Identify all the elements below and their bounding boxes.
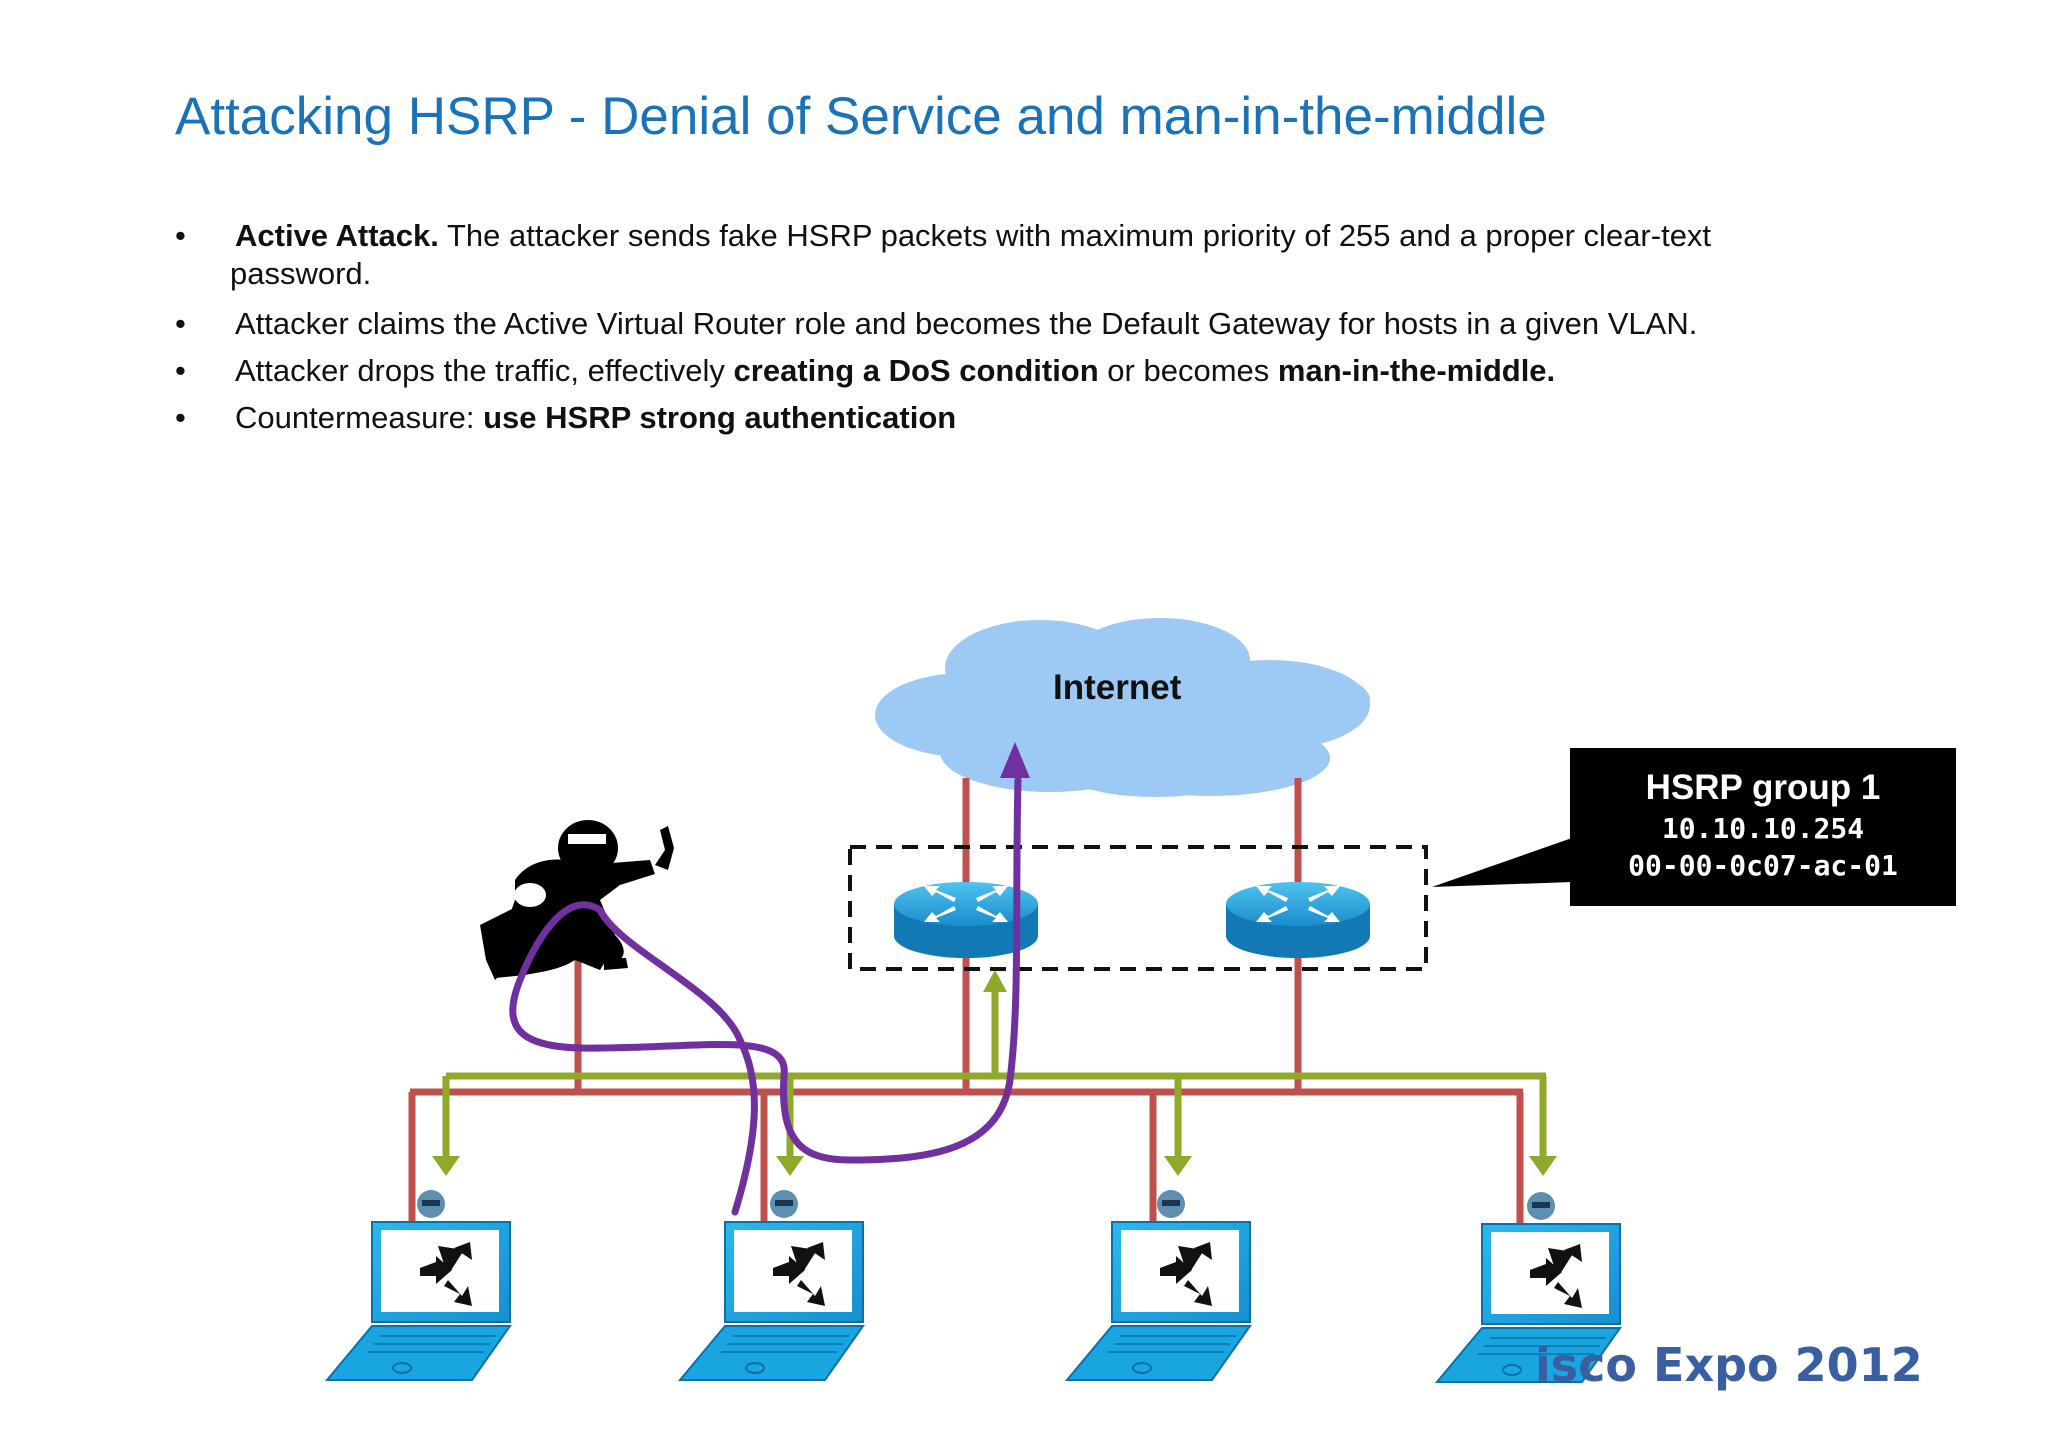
watermark: isco Expo 2012 <box>1535 1338 1923 1392</box>
bullet-body: or becomes <box>1098 353 1278 388</box>
internet-cloud-icon <box>875 618 1370 797</box>
bullet-marker: • <box>175 400 186 435</box>
standby-router-icon <box>1226 882 1370 958</box>
bullet-continuation: password. <box>230 256 372 291</box>
bullet-bold: use HSRP strong authentication <box>483 400 957 435</box>
bullet-marker: • <box>175 218 186 253</box>
laptop-icon <box>1066 1189 1251 1381</box>
bullet-bold: Active Attack. <box>235 218 439 253</box>
bullet-text: Countermeasure: use HSRP strong authenti… <box>235 400 956 436</box>
green-hsrp-traffic <box>442 990 1547 1160</box>
bullet-text: Attacker claims the Active Virtual Route… <box>235 306 1698 341</box>
attack-traffic-path <box>509 776 1022 1216</box>
attack-arrowhead <box>1000 742 1030 778</box>
laptop-icon <box>326 1189 511 1381</box>
bullet-bold: man-in-the-middle. <box>1277 353 1556 388</box>
bullet-body: The attacker sends fake HSRP packets wit… <box>438 218 1712 253</box>
bullet-marker: • <box>175 306 186 341</box>
hsrp-virtual-ip: 10.10.10.254 <box>1661 812 1865 845</box>
callout-pointer <box>1432 838 1572 887</box>
cloud-label: Internet <box>1053 668 1182 707</box>
hsrp-virtual-mac: 00-00-0c07-ac-01 <box>1628 849 1898 882</box>
bullet-body: Attacker drops the traffic, effectively <box>235 353 734 388</box>
laptop-icon <box>679 1189 864 1381</box>
bullet-text: Active Attack. The attacker sends fake H… <box>235 218 1711 254</box>
bullet-marker: • <box>175 353 186 388</box>
page-title: Attacking HSRP - Denial of Service and m… <box>175 87 1547 146</box>
green-arrowheads <box>432 970 1557 1176</box>
hsrp-group-title: HSRP group 1 <box>1645 768 1881 807</box>
bullet-text: Attacker drops the traffic, effectively … <box>235 353 1555 389</box>
bullet-bold: creating a DoS condition <box>733 353 1099 388</box>
bullet-body: Countermeasure: <box>235 400 484 435</box>
red-lan-segment <box>408 940 1524 1230</box>
hsrp-group-callout: HSRP group 1 10.10.10.254 00-00-0c07-ac-… <box>1570 748 1956 906</box>
hsrp-group-boundary <box>848 845 1428 971</box>
